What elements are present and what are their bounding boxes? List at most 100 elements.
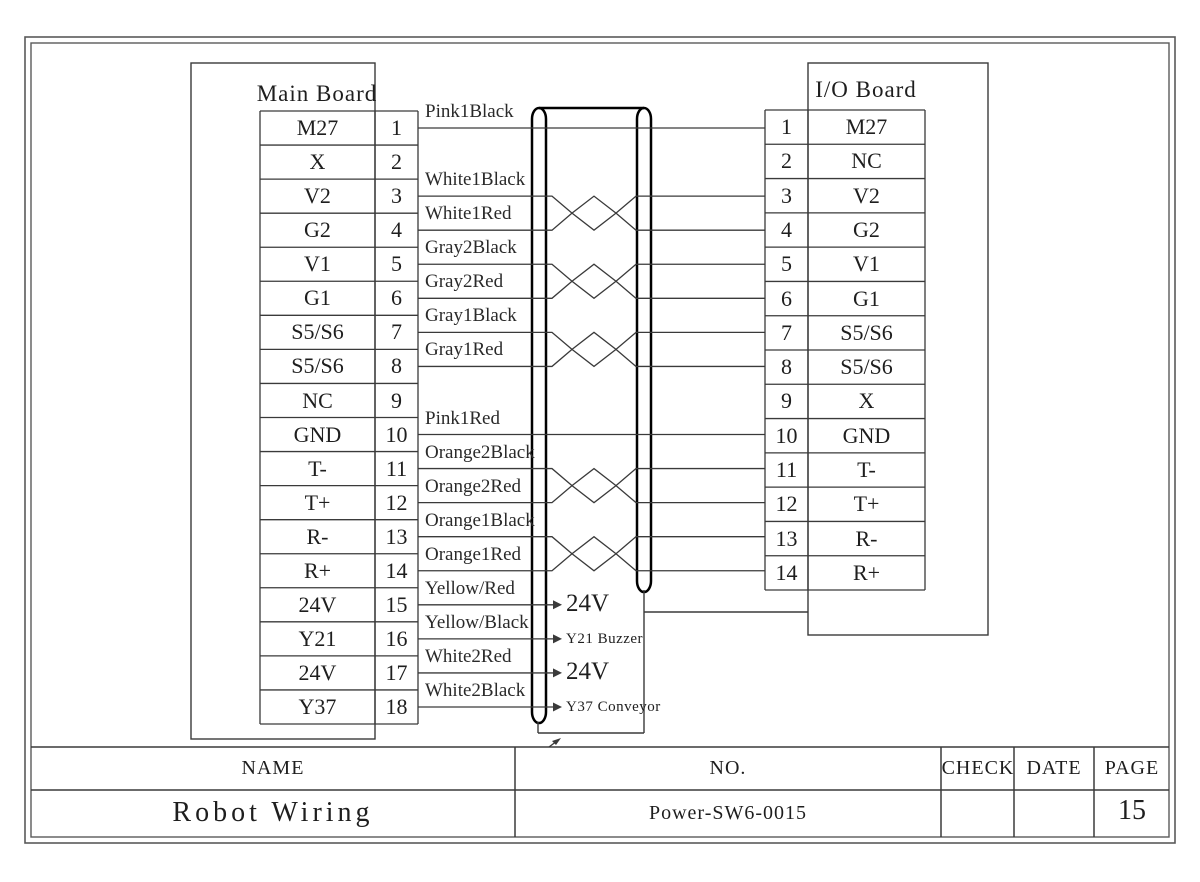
breakout-box: [537, 590, 808, 734]
main-board-pin-label: Y21: [298, 625, 337, 651]
title-block-header-date: DATE: [1026, 757, 1082, 779]
main-board-pin-label: S5/S6: [291, 319, 344, 345]
main-board-title: Main Board: [256, 81, 378, 106]
io-board-pin-label: X: [858, 388, 875, 414]
io-board-pin-label: T-: [857, 457, 876, 482]
main-board-pin-number: 12: [385, 489, 408, 515]
main-board-pin-number: 14: [385, 557, 408, 583]
io-board-pin-number: 11: [775, 457, 798, 482]
twisted-pair-wire: [418, 195, 765, 232]
main-board-pin-number: 17: [385, 659, 408, 685]
main-board-pin-number: 1: [391, 115, 402, 140]
title-block-value-page: 15: [1118, 795, 1146, 826]
io-board-pin-label: NC: [851, 148, 882, 174]
io-board-pin-number: 9: [781, 388, 792, 414]
main-board-pin-number: 5: [391, 251, 402, 277]
io-board-pin-label: S5/S6: [840, 319, 893, 345]
frame-inner: [30, 42, 1170, 838]
main-board-pin-number: 9: [391, 387, 402, 413]
twisted-pair-wire: [418, 331, 765, 368]
wire-color-label: Pink1Black: [425, 101, 514, 122]
wire-color-label: Gray1Red: [425, 339, 504, 361]
io-board-pin-number: 10: [775, 422, 798, 448]
io-board-pin-number: 1: [781, 114, 792, 140]
wire-color-label: White2Red: [425, 645, 512, 667]
wire-color-label: Orange2Black: [425, 441, 535, 463]
io-board-pin-number: 8: [781, 354, 792, 380]
wire-color-label: Gray2Red: [425, 271, 504, 293]
io-board-pin-label: GND: [842, 422, 891, 448]
io-board-pin-label: G2: [853, 217, 880, 242]
main-board-pin-number: 4: [391, 217, 402, 243]
title-block-grid: [31, 746, 1169, 837]
main-board-pin-number: 16: [385, 625, 408, 651]
main-board-pin-label: G1: [304, 285, 331, 311]
twisted-pair-wire: [418, 467, 765, 504]
wire-color-label: Yellow/Black: [425, 611, 529, 633]
io-board-pin-label: V2: [853, 182, 880, 208]
main-board-pin-label: G2: [304, 217, 331, 243]
io-board-pin-number: 7: [781, 319, 792, 345]
cable-continuation-arrow: [548, 738, 561, 748]
twisted-pair-wire: [418, 195, 765, 231]
main-board-pin-number: 2: [391, 149, 402, 175]
wire-color-label: Orange2Red: [425, 475, 522, 497]
wire-color-label: Gray2Black: [425, 237, 517, 259]
main-board-pin-number: 13: [385, 523, 408, 549]
main-board-pin-label: V1: [304, 251, 331, 277]
io-board-pin-label: R-: [855, 525, 878, 551]
wire-color-label: Yellow/Red: [425, 577, 515, 599]
breakout-target-label: 24V: [566, 657, 610, 685]
twisted-pair-wire: [418, 263, 765, 299]
io-board-pin-number: 4: [781, 217, 792, 242]
twisted-pair-wire: [418, 467, 765, 504]
arrowhead-icon: [553, 668, 562, 678]
breakout-target-label: 24V: [566, 589, 610, 617]
io-board-pin-label: G1: [853, 285, 880, 311]
title-block-header-no: NO.: [709, 757, 747, 779]
main-board-pin-number: 11: [385, 455, 408, 481]
title-block-value-name: Robot Wiring: [172, 797, 374, 828]
io-board-pin-label: V1: [853, 251, 880, 277]
main-board-pin-number: 10: [385, 421, 408, 447]
title-block-value-no: Power-SW6-0015: [648, 802, 808, 824]
wire-color-label: White1Black: [425, 169, 526, 191]
main-board-pin-label: V2: [304, 183, 331, 209]
main-board-pin-label: GND: [293, 421, 342, 447]
wire-color-label: White2Black: [425, 680, 526, 701]
wire-color-label: Pink1Red: [425, 407, 500, 429]
io-board-pin-label: M27: [845, 114, 888, 140]
title-block-header-page: PAGE: [1104, 757, 1160, 779]
main-board-pin-label: T-: [308, 455, 327, 481]
io-board-pin-number: 2: [781, 148, 792, 174]
main-board-pin-label: R+: [303, 557, 332, 583]
main-board-pin-number: 18: [385, 694, 408, 719]
io-board-pin-number: 3: [781, 182, 792, 208]
arrowhead-icon: [553, 634, 562, 644]
main-board-pin-number: 6: [391, 285, 402, 311]
main-board-pin-number: 3: [391, 183, 402, 209]
arrowhead-icon: [553, 600, 562, 610]
wires-and-tables: [259, 109, 926, 725]
main-board-pin-label: R-: [306, 523, 329, 549]
io-board-pin-label: S5/S6: [840, 354, 893, 380]
twisted-pair-wire: [418, 536, 765, 572]
main-board-pin-number: 15: [385, 591, 408, 617]
main-board-pin-label: M27: [296, 115, 339, 140]
frame-outer: [24, 36, 1176, 844]
title-block-header-name: NAME: [241, 757, 305, 779]
io-board-pin-number: 14: [775, 559, 798, 585]
twisted-pair-wire: [418, 331, 765, 368]
twisted-pair-wire: [418, 263, 765, 300]
io-board-pin-number: 5: [781, 251, 792, 277]
wire-color-label: Orange1Black: [425, 509, 535, 531]
main-board-pin-label: 24V: [298, 591, 337, 617]
breakout-target-label: Y37 Conveyor: [566, 699, 661, 715]
io-board-title: I/O Board: [815, 77, 917, 102]
arrowhead-icon: [553, 702, 562, 712]
io-board-pin-number: 13: [775, 525, 798, 551]
main-board-pin-label: X: [309, 149, 326, 175]
title-block-header-check: CHECK: [941, 757, 1015, 779]
main-board-pin-number: 8: [391, 353, 402, 379]
